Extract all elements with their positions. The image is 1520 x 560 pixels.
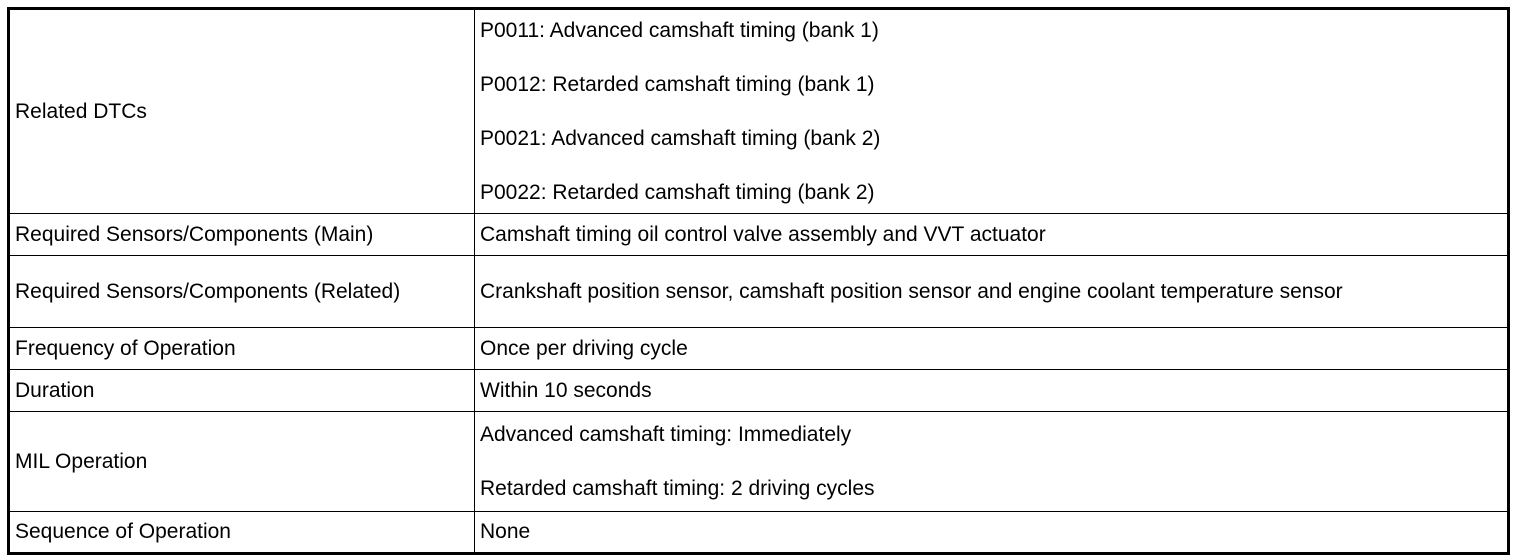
- row-value-required-related: Crankshaft position sensor, camshaft pos…: [474, 255, 1509, 328]
- row-value-sequence: None: [474, 511, 1509, 554]
- table-row-required-related: Required Sensors/Components (Related) Cr…: [8, 255, 1509, 328]
- table-row-sequence: Sequence of Operation None: [8, 511, 1509, 554]
- mil-advanced-value: Advanced camshaft timing: Immediately: [480, 422, 852, 446]
- row-value-mil-operation: Advanced camshaft timing: Immediately Re…: [474, 411, 1509, 512]
- row-label-mil-operation: MIL Operation: [8, 411, 475, 512]
- table-row-duration: Duration Within 10 seconds: [8, 369, 1509, 412]
- dtc-p0011: P0011: Advanced camshaft timing (bank 1): [480, 18, 879, 42]
- sequence-value: None: [480, 520, 531, 543]
- mil-retarded-value: Retarded camshaft timing: 2 driving cycl…: [480, 476, 875, 500]
- row-value-required-main: Camshaft timing oil control valve assemb…: [474, 213, 1509, 256]
- required-main-value: Camshaft timing oil control valve assemb…: [480, 222, 1046, 246]
- dtc-p0012: P0012: Retarded camshaft timing (bank 1): [480, 72, 875, 96]
- table-row-frequency: Frequency of Operation Once per driving …: [8, 327, 1509, 370]
- row-value-frequency: Once per driving cycle: [474, 327, 1509, 370]
- table-row-required-main: Required Sensors/Components (Main) Camsh…: [8, 213, 1509, 256]
- row-value-related-dtcs: P0011: Advanced camshaft timing (bank 1)…: [474, 8, 1509, 214]
- required-related-value: Crankshaft position sensor, camshaft pos…: [480, 279, 1343, 303]
- duration-value: Within 10 seconds: [480, 378, 652, 402]
- row-label-required-main: Required Sensors/Components (Main): [8, 213, 475, 256]
- row-label-frequency: Frequency of Operation: [8, 327, 475, 370]
- row-value-duration: Within 10 seconds: [474, 369, 1509, 412]
- row-label-related-dtcs: Related DTCs: [8, 8, 475, 214]
- dtc-p0022: P0022: Retarded camshaft timing (bank 2): [480, 180, 875, 204]
- frequency-value: Once per driving cycle: [480, 336, 688, 360]
- row-label-required-related: Required Sensors/Components (Related): [8, 255, 475, 328]
- dtc-p0021: P0021: Advanced camshaft timing (bank 2): [480, 126, 881, 150]
- table-row-mil-operation: MIL Operation Advanced camshaft timing: …: [8, 411, 1509, 512]
- table-row-related-dtcs: Related DTCs P0011: Advanced camshaft ti…: [8, 8, 1509, 214]
- row-label-sequence: Sequence of Operation: [8, 511, 475, 554]
- row-label-duration: Duration: [8, 369, 475, 412]
- monitor-description-table: Related DTCs P0011: Advanced camshaft ti…: [7, 7, 1510, 555]
